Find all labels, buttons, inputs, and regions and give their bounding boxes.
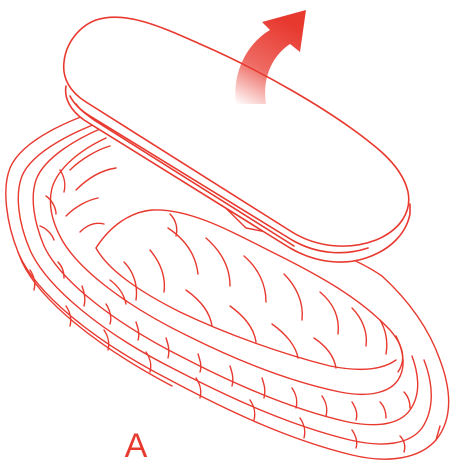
figure-label: A [116, 426, 156, 466]
